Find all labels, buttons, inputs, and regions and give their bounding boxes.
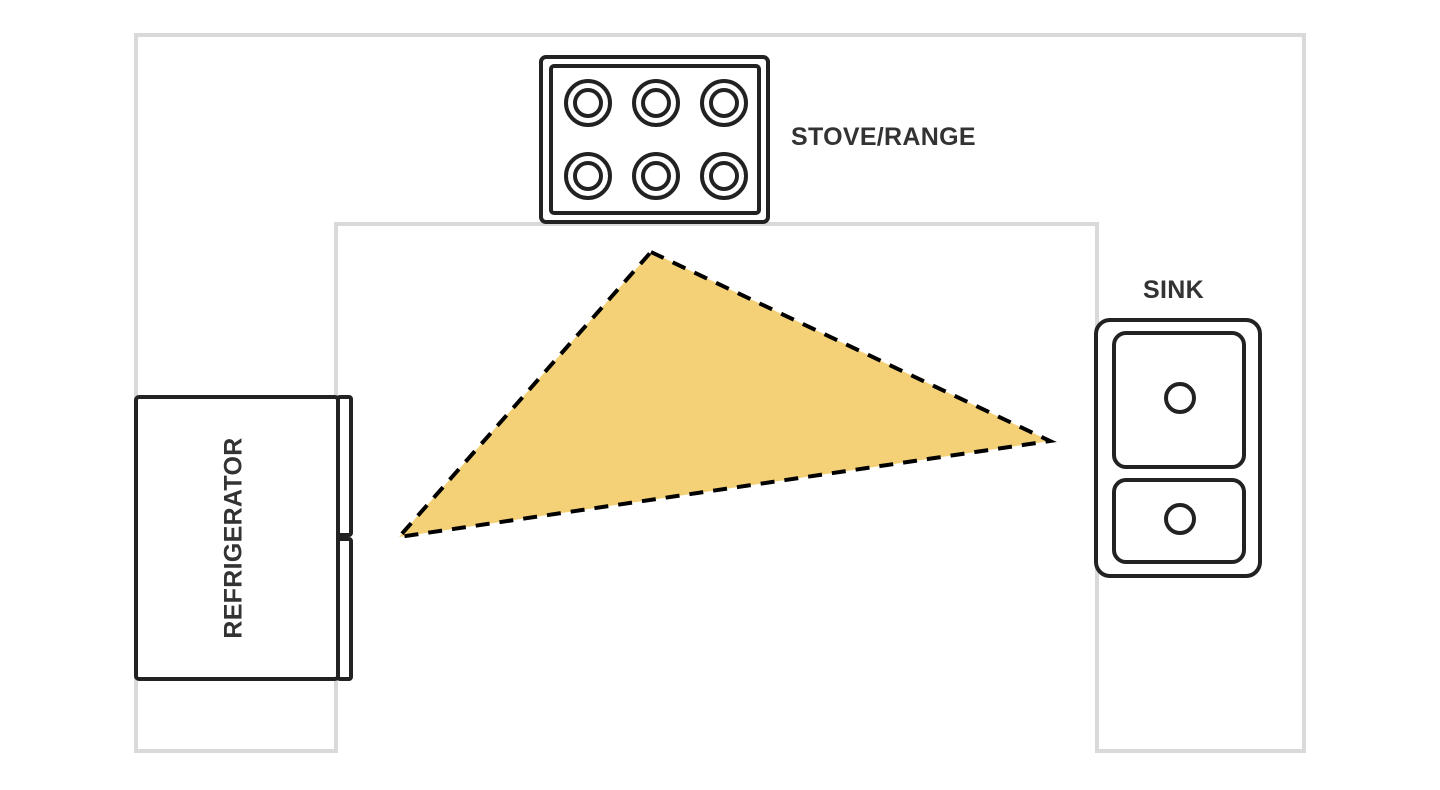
refrigerator-icon [134, 395, 353, 681]
burner-icon [632, 152, 680, 200]
refrigerator-label: REFRIGERATOR [219, 437, 248, 639]
stove-label: STOVE/RANGE [791, 123, 976, 151]
burner-icon [632, 79, 680, 127]
stove-icon [539, 55, 770, 224]
counter-outline [134, 33, 1306, 753]
work-triangle [393, 249, 1057, 540]
sink-icon [1094, 318, 1262, 578]
burner-icon [700, 152, 748, 200]
burner-icon [564, 152, 612, 200]
burner-icon [700, 79, 748, 127]
burner-icon [564, 79, 612, 127]
sink-label: SINK [1143, 276, 1204, 304]
